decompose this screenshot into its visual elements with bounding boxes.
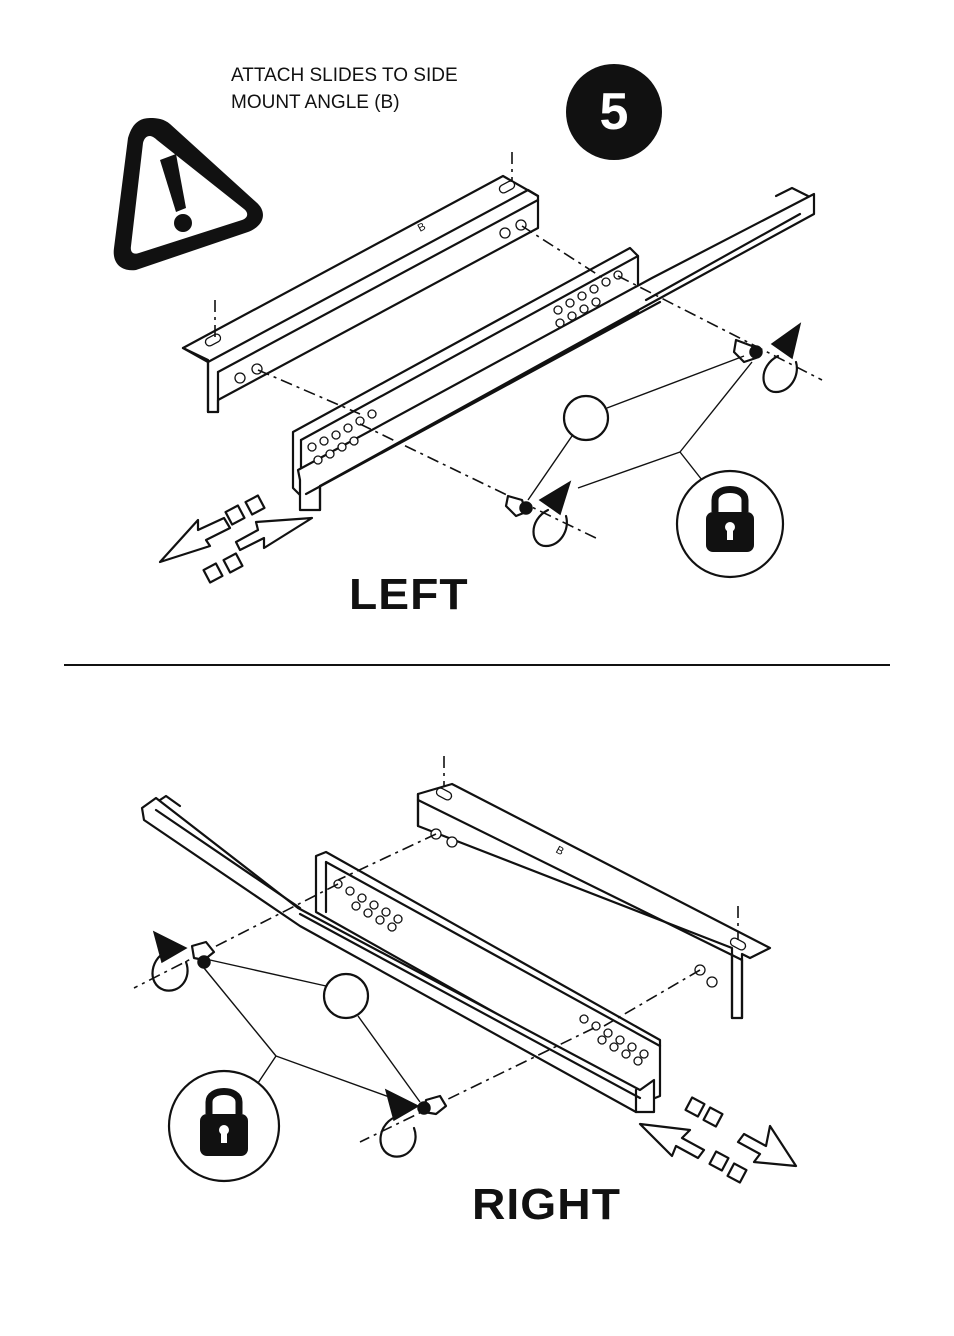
right-side-label: RIGHT — [472, 1180, 621, 1230]
screw-right-rear — [192, 942, 214, 968]
callout-circle — [564, 396, 608, 440]
left-side-label: LEFT — [349, 570, 469, 620]
padlock-icon — [677, 471, 783, 577]
double-arrow-icon — [640, 1098, 796, 1183]
padlock-icon — [169, 1071, 279, 1181]
rotate-arrow-icon — [534, 482, 571, 546]
right-assembly: B — [134, 756, 796, 1182]
section-divider — [64, 664, 890, 666]
rotate-arrow-icon — [381, 1090, 418, 1157]
rotate-arrow-icon — [153, 932, 188, 991]
rotate-arrow-icon — [764, 324, 801, 392]
drawer-slide-right — [142, 796, 660, 1112]
screw-right-front — [418, 1096, 446, 1114]
warning-triangle-icon — [114, 118, 263, 270]
callout-circle — [324, 974, 368, 1018]
double-arrow-icon — [160, 496, 312, 583]
